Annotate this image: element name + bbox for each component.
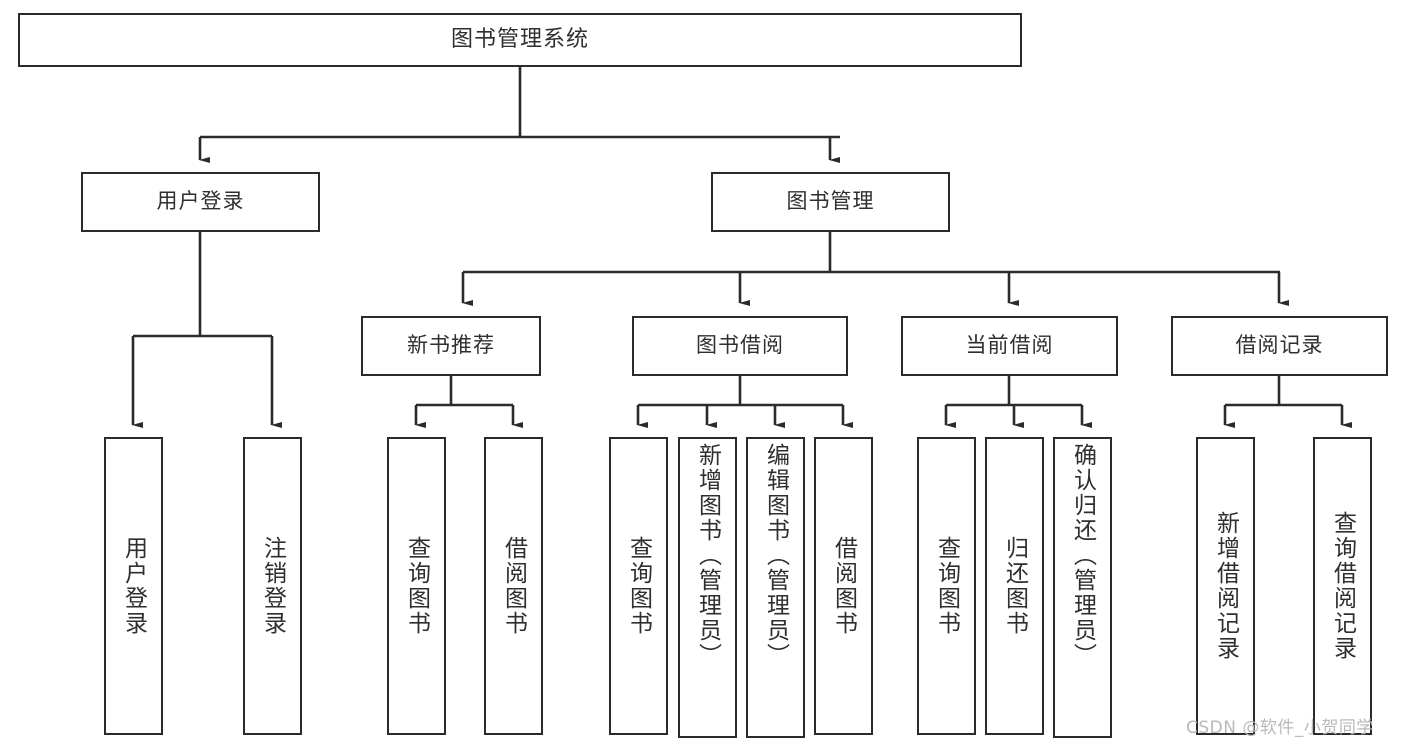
node-leaf-borrow-book-2[interactable]: 借阅图书 [814, 437, 873, 735]
node-user-login-label: 用户登录 [156, 189, 245, 214]
node-leaf-add-record-label: 新增借阅记录 [1212, 511, 1239, 661]
node-leaf-confirm-return[interactable]: 确认归还（管理员） [1053, 437, 1112, 738]
node-leaf-logout-login-label: 注销登录 [259, 536, 286, 636]
csdn-watermark: CSDN @软件_小贺同学 [1186, 718, 1374, 738]
node-leaf-logout-login[interactable]: 注销登录 [243, 437, 302, 735]
node-leaf-query-book-1-label: 查询图书 [403, 536, 430, 636]
node-leaf-return-book-label: 归还图书 [1001, 536, 1028, 636]
node-leaf-query-book-1[interactable]: 查询图书 [387, 437, 446, 735]
node-leaf-query-book-3[interactable]: 查询图书 [917, 437, 976, 735]
node-book-manage[interactable]: 图书管理 [711, 172, 950, 232]
node-root-label: 图书管理系统 [450, 26, 589, 52]
node-root[interactable]: 图书管理系统 [18, 13, 1022, 67]
node-new-book-recommend[interactable]: 新书推荐 [361, 316, 541, 376]
node-leaf-query-record[interactable]: 查询借阅记录 [1313, 437, 1372, 735]
node-leaf-add-record[interactable]: 新增借阅记录 [1196, 437, 1255, 735]
node-leaf-user-login-label: 用户登录 [120, 536, 147, 636]
node-book-borrow[interactable]: 图书借阅 [632, 316, 848, 376]
node-current-borrow[interactable]: 当前借阅 [901, 316, 1118, 376]
node-leaf-user-login[interactable]: 用户登录 [104, 437, 163, 735]
node-leaf-borrow-book-2-label: 借阅图书 [830, 536, 857, 636]
node-book-manage-label: 图书管理 [786, 189, 875, 214]
node-leaf-add-book[interactable]: 新增图书（管理员） [678, 437, 737, 738]
node-leaf-query-book-2-label: 查询图书 [625, 536, 652, 636]
node-leaf-edit-book[interactable]: 编辑图书（管理员） [746, 437, 805, 738]
node-borrow-record-label: 借阅记录 [1235, 333, 1324, 358]
node-leaf-add-book-label: 新增图书（管理员） [694, 443, 721, 668]
node-leaf-query-book-2[interactable]: 查询图书 [609, 437, 668, 735]
node-leaf-query-record-label: 查询借阅记录 [1329, 511, 1356, 661]
node-leaf-confirm-return-label: 确认归还（管理员） [1069, 443, 1096, 668]
node-leaf-borrow-book-1[interactable]: 借阅图书 [484, 437, 543, 735]
node-borrow-record[interactable]: 借阅记录 [1171, 316, 1388, 376]
node-book-borrow-label: 图书借阅 [696, 333, 784, 358]
node-leaf-return-book[interactable]: 归还图书 [985, 437, 1044, 735]
node-new-book-recommend-label: 新书推荐 [407, 333, 495, 358]
node-user-login[interactable]: 用户登录 [81, 172, 320, 232]
node-leaf-query-book-3-label: 查询图书 [933, 536, 960, 636]
node-leaf-edit-book-label: 编辑图书（管理员） [762, 443, 789, 668]
node-current-borrow-label: 当前借阅 [965, 333, 1054, 358]
node-leaf-borrow-book-1-label: 借阅图书 [500, 536, 527, 636]
